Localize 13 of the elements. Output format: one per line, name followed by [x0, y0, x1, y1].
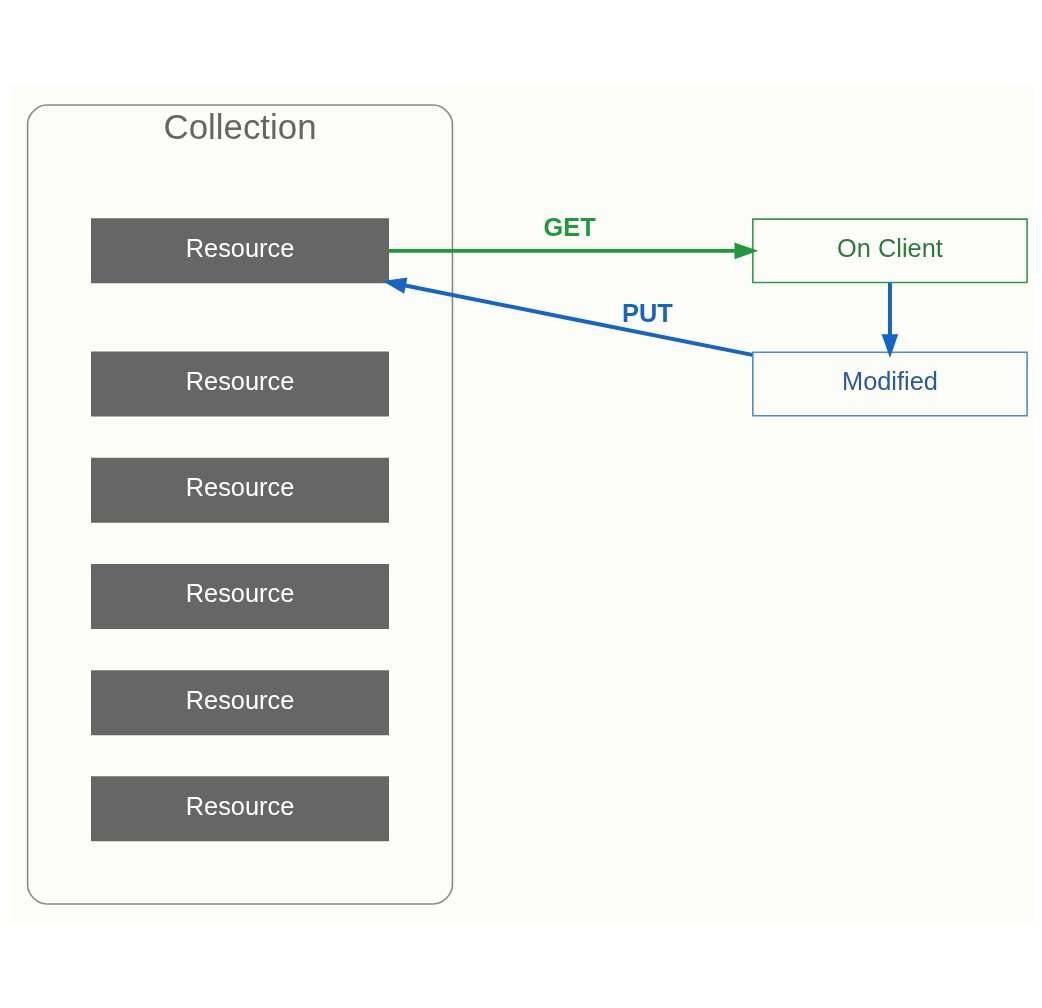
- arrow: [382, 276, 753, 357]
- node-box: Resource: [91, 351, 390, 417]
- node-box: Resource: [91, 669, 390, 735]
- arrow: [881, 282, 899, 358]
- node-box: On Client: [752, 217, 1028, 283]
- node-box: Resource: [91, 563, 390, 629]
- node-box: Modified: [752, 351, 1028, 417]
- edge-label: PUT: [622, 298, 673, 327]
- node-box: Resource: [91, 217, 390, 283]
- arrow: [388, 242, 759, 259]
- node-box: Resource: [91, 457, 390, 523]
- edge-label: GET: [543, 212, 596, 241]
- node-box: Resource: [91, 775, 390, 841]
